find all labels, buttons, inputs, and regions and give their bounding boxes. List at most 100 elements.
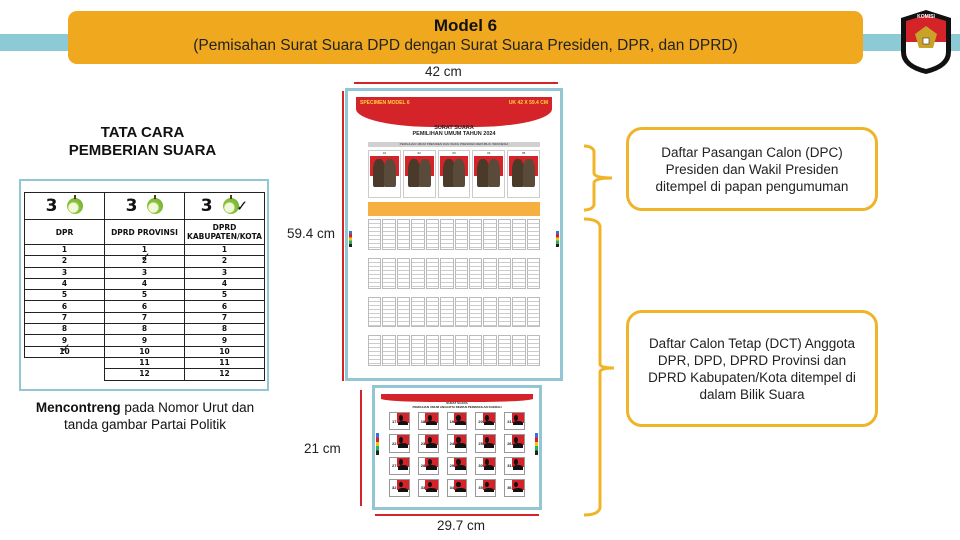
person-silhouette-body [512, 443, 524, 448]
size-label: UK 42 X 59.4 CM [508, 100, 548, 106]
person-silhouette-icon [427, 437, 432, 443]
ballot-example-frame: 3 3 3✓ DPR DPRD PROVINSI DPRD KABUPATEN/… [19, 179, 269, 391]
cell-kabkota: 10 [184, 345, 265, 358]
person-silhouette-body [397, 420, 409, 426]
person-silhouette-icon [398, 481, 403, 488]
candidate-number: 19 [449, 418, 455, 424]
dpd-candidate-photo: 25 [475, 434, 497, 453]
ballot-title-line-2: PEMILIHAN UMUM TAHUN 2024 [412, 131, 496, 137]
person-silhouette-icon [398, 459, 403, 466]
dpd-candidate-photo: 33 [417, 478, 439, 497]
empty-cell [25, 369, 105, 380]
page-title: Model 6 [433, 16, 498, 35]
row-number: 12 [219, 369, 230, 379]
dpc-bracket [583, 144, 613, 212]
row-number: 11 [219, 358, 230, 368]
candidate-number: 33 [420, 485, 426, 491]
party-candidate-column [368, 296, 382, 328]
legislative-info-bar [368, 202, 540, 216]
empty-cell [25, 357, 105, 368]
ballot-title-line-2: PEMILIHAN UMUM ANGGOTA DEWAN PERWAKILAN … [412, 404, 502, 409]
row-number: 3 [221, 267, 228, 277]
person-silhouette-body [397, 465, 409, 470]
column-header-dpr: DPR [24, 219, 105, 245]
row-number: 12 [139, 369, 150, 379]
person-silhouette-body [455, 420, 466, 426]
person-silhouette-icon [427, 481, 432, 488]
president-section-bar: PEMILIHAN UMUM PRESIDEN DAN WAKIL PRESID… [368, 142, 540, 147]
large-ballot-title: SURAT SUARA PEMILIHAN UMUM TAHUN 2024 [348, 125, 560, 137]
candidate-pair-card: 02 [402, 150, 436, 198]
cell-kabkota: 1 [184, 243, 265, 257]
candidate-number: 31 [507, 463, 512, 469]
dpd-candidate-photo: 29 [446, 456, 468, 475]
candidate-number: 04 [487, 151, 491, 155]
row-number: 10 [219, 346, 230, 356]
caption-bold: Mencontreng [35, 400, 121, 415]
person-silhouette-body [455, 465, 466, 470]
person-silhouette-icon [456, 481, 461, 488]
wayang-figure-icon [373, 159, 385, 187]
wayang-figure-icon [512, 159, 525, 187]
party-grid-row [368, 257, 540, 289]
ballot-header-wave [356, 97, 552, 127]
party-candidate-column [454, 335, 468, 366]
party-number: 3 [125, 196, 138, 216]
cell-dpr: 10✓ [24, 340, 105, 358]
cell-provinsi: 10 [104, 345, 185, 358]
dpd-candidate-photo: 26 [504, 434, 525, 453]
row-number: 7 [221, 312, 228, 322]
dpc-callout-text: Daftar Pasangan Calon (DPC) Presiden dan… [655, 144, 849, 194]
dpd-candidate-photo: 36 [504, 478, 525, 497]
person-silhouette-icon [514, 437, 519, 443]
party-cell-dpr: 3 [24, 192, 105, 220]
person-silhouette-icon [485, 481, 490, 488]
row-number: 5 [221, 290, 228, 300]
caption-text: pada Nomor Urut dan tanda gambar Partai … [63, 400, 255, 432]
party-candidate-column [425, 296, 440, 328]
candidate-number: 03 [452, 151, 456, 155]
large-ballot-specimen: SPECIMEN MODEL 6 UK 42 X 59.4 CM SURAT S… [345, 88, 563, 381]
checkmark-icon: ✓ [60, 340, 71, 355]
row-number: 1 [221, 245, 228, 255]
person-silhouette-icon [485, 414, 490, 421]
party-candidate-column [396, 335, 411, 366]
person-silhouette-icon [514, 414, 519, 421]
dpd-candidate-photo: 34 [446, 478, 468, 497]
party-candidate-column [368, 257, 382, 289]
table-row: 12 12 [25, 368, 265, 381]
row-number: 4 [61, 279, 68, 289]
large-ballot-height-line [342, 91, 344, 381]
party-candidate-column [368, 219, 382, 250]
wayang-figure-icon [383, 159, 396, 187]
voting-procedure-heading: TATA CARA PEMBERIAN SUARA [40, 124, 245, 160]
page-subtitle: (Pemisahan Surat Suara DPD dengan Surat … [193, 37, 738, 54]
dct-callout: Daftar Calon Tetap (DCT) Anggota DPR, DP… [626, 310, 878, 427]
cell-dpr: 7 [24, 311, 105, 325]
dpd-candidate-photo: 18 [417, 412, 439, 431]
ballot-example-table: 3 3 3✓ DPR DPRD PROVINSI DPRD KABUPATEN/… [24, 192, 265, 381]
party-candidate-column [497, 257, 512, 289]
row-number: 1 [141, 245, 148, 255]
row-number: 6 [61, 301, 68, 311]
person-silhouette-body [483, 487, 495, 493]
person-silhouette-body [455, 443, 466, 448]
person-silhouette-icon [514, 481, 519, 488]
person-silhouette-body [397, 443, 409, 448]
wayang-figure-icon [522, 159, 535, 187]
party-candidate-column [396, 296, 411, 328]
row-number: 5 [141, 290, 148, 300]
candidate-number: 28 [420, 463, 426, 469]
row-number: 9 [141, 335, 148, 345]
party-candidate-column [454, 296, 468, 328]
cell-kabkota: 8 [184, 323, 265, 336]
party-candidate-column [368, 335, 382, 366]
dct-bracket [583, 217, 615, 517]
row-number: 6 [141, 301, 148, 311]
candidate-number: 18 [420, 418, 426, 424]
dpd-candidate-photo: 22 [389, 434, 410, 453]
dpd-candidate-photo: 30 [475, 456, 497, 475]
